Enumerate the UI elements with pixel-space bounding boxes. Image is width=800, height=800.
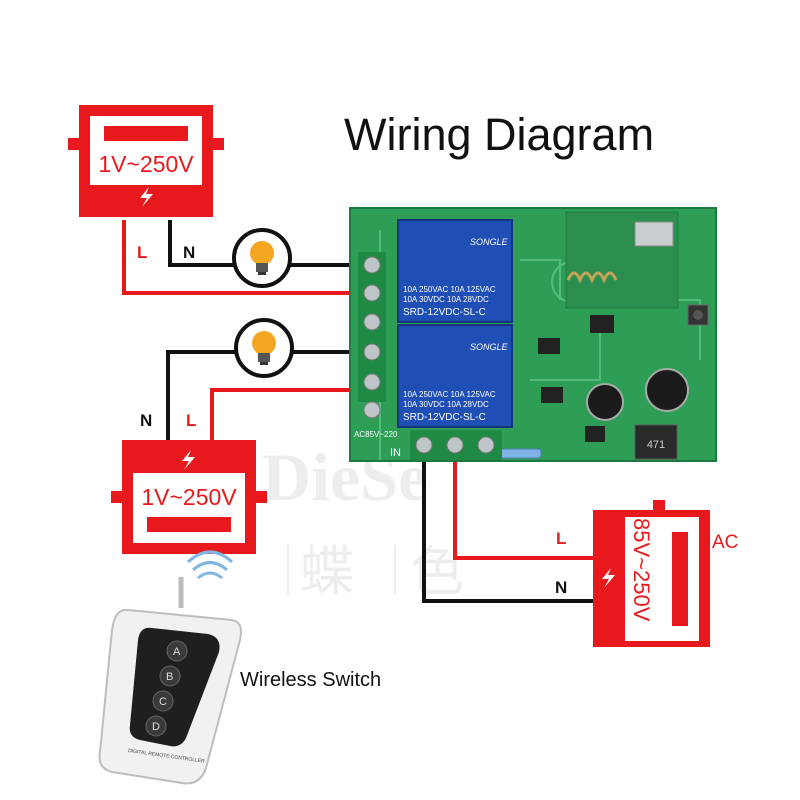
label-top-l: L — [137, 243, 147, 262]
relay-1-model: SRD-12VDC-SL-C — [403, 307, 486, 318]
remote-button-b-label: B — [166, 671, 173, 683]
board-input-label: IN — [390, 447, 401, 459]
wire-bottom-live — [210, 388, 372, 445]
chip — [585, 426, 605, 442]
board-ac-rating: AC85V~220 — [354, 430, 398, 439]
capacitor — [586, 383, 624, 421]
chip — [590, 315, 614, 333]
remote-control: A B C D DIGITAL REMOTE CONTROLLER — [98, 608, 242, 785]
bulb-icon — [234, 318, 294, 378]
resistor — [496, 448, 542, 459]
wire-bottom-neutral — [166, 350, 236, 445]
inductor-code: 471 — [647, 439, 665, 451]
supply-ac-tag: AC — [712, 532, 738, 553]
label-ac-n: N — [555, 578, 567, 597]
remote-button-c-label: C — [159, 696, 167, 708]
remote-button-d-label: D — [152, 721, 160, 733]
chip — [541, 387, 563, 403]
label-bottom-l: L — [186, 411, 196, 430]
label-top-n: N — [183, 243, 195, 262]
supply-bottom: 1V~250V — [111, 440, 267, 554]
relay-2-brand: SONGLE — [470, 342, 509, 352]
lightning-icon — [182, 450, 195, 470]
wire-labels: L N N L L N — [137, 243, 567, 597]
supply-top-voltage: 1V~250V — [98, 151, 194, 177]
supply-ac-voltage: 85V~250V — [629, 518, 654, 622]
watermark-cjk-1: 蝶 — [300, 540, 354, 603]
label-ac-l: L — [556, 529, 566, 548]
label-bottom-n: N — [140, 411, 152, 430]
wire-ac-live — [453, 452, 602, 560]
relay-1-line1: 10A 250VAC 10A 125VAC — [403, 285, 496, 294]
relay-2-line1: 10A 250VAC 10A 125VAC — [403, 390, 496, 399]
chip — [538, 338, 560, 354]
relay-1: SONGLE 10A 250VAC 10A 125VAC 10A 30VDC 1… — [397, 219, 513, 323]
antenna-coil — [566, 271, 618, 284]
wireless-switch-label: Wireless Switch — [240, 669, 381, 691]
supply-top: 1V~250V — [68, 105, 224, 217]
diagram-title: Wiring Diagram — [344, 109, 654, 160]
wifi-signal-icon — [186, 550, 234, 580]
wire-top-live — [122, 220, 372, 295]
supply-ac: 85V~250V AC — [593, 500, 738, 647]
wire-top-neutral — [168, 220, 234, 267]
supply-bottom-voltage: 1V~250V — [141, 484, 237, 510]
remote-button-c — [152, 690, 174, 712]
remote-button-d — [145, 715, 167, 737]
remote-button-a — [166, 640, 188, 662]
relay-2: SONGLE 10A 250VAC 10A 125VAC 10A 30VDC 1… — [397, 324, 513, 428]
lightning-icon — [602, 568, 615, 588]
watermark: DieSe 蝶 色 — [262, 439, 464, 603]
remote-button-b — [159, 665, 181, 687]
inductor — [634, 424, 678, 460]
bulb-icon — [232, 228, 292, 288]
relay-2-line2: 10A 30VDC 10A 28VDC — [403, 400, 489, 409]
relay-board: SONGLE 10A 250VAC 10A 125VAC 10A 30VDC 1… — [349, 207, 717, 462]
lightning-icon — [140, 187, 153, 207]
relay-1-brand: SONGLE — [470, 237, 509, 247]
relay-1-line2: 10A 30VDC 10A 28VDC — [403, 295, 489, 304]
remote-buttons: A B C D — [145, 640, 188, 737]
relay-2-model: SRD-12VDC-SL-C — [403, 412, 486, 423]
capacitor — [645, 368, 689, 412]
remote-button-a-label: A — [173, 646, 181, 658]
wire-ac-neutral — [422, 452, 602, 603]
